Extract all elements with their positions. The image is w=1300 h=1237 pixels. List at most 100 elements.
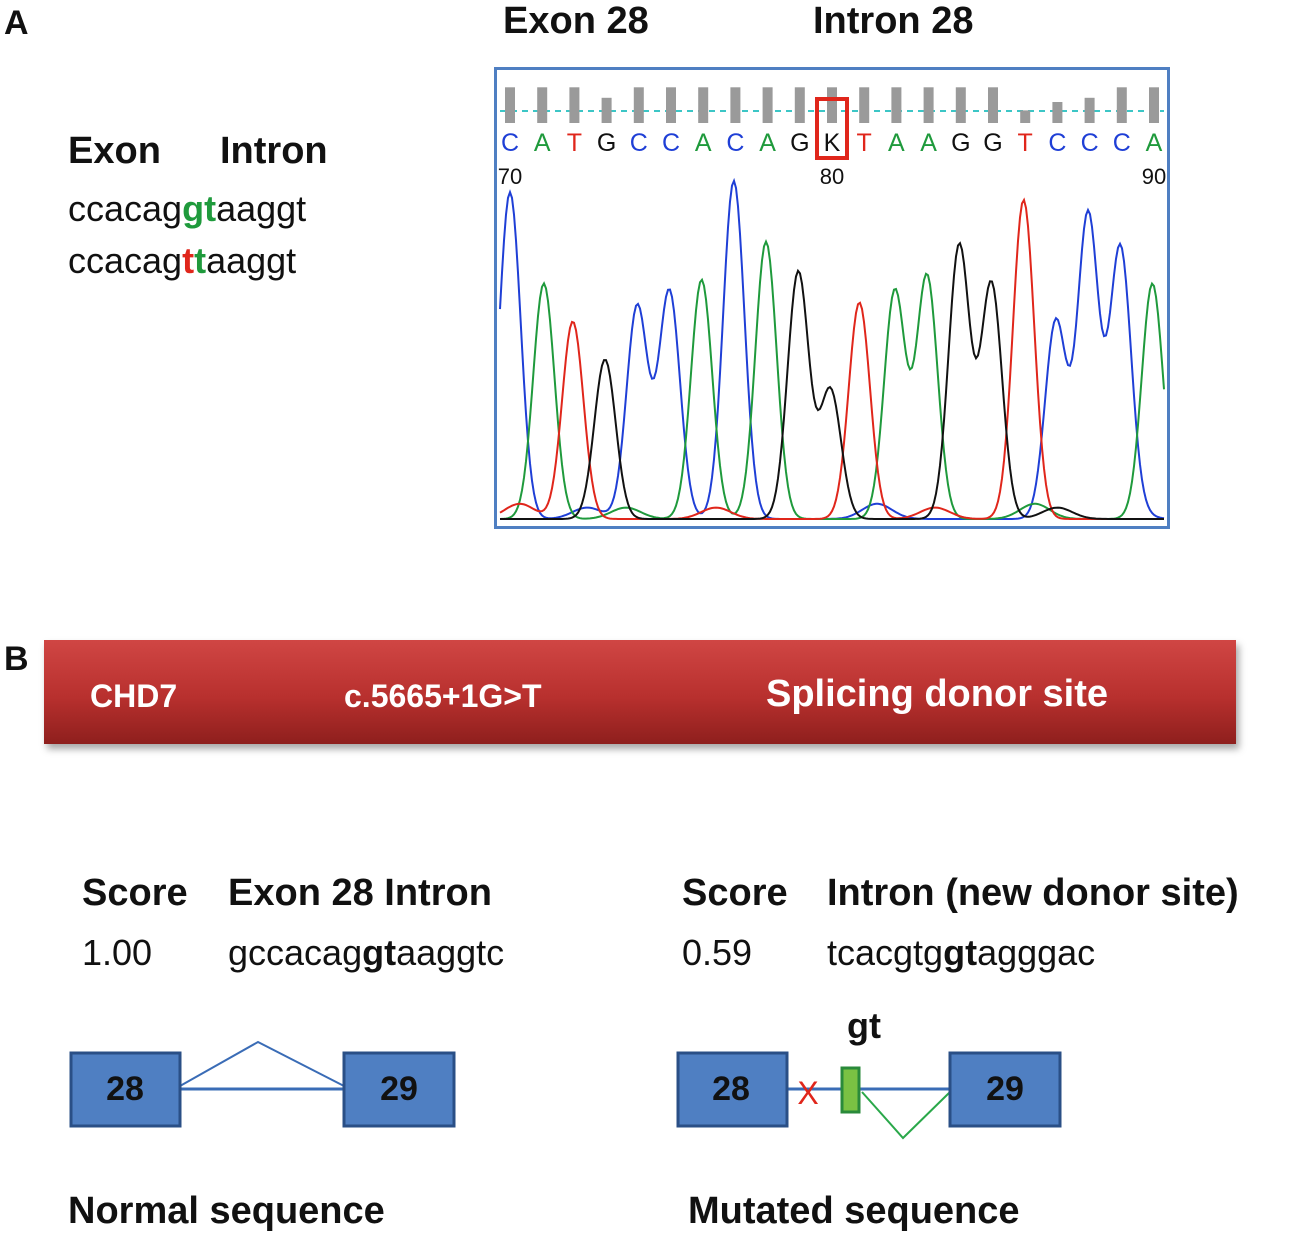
seq-part: aaggt xyxy=(216,188,307,229)
quality-bar xyxy=(988,87,998,123)
base-call-letter: T xyxy=(567,129,582,157)
exon-28-header: Exon 28 xyxy=(503,0,649,42)
mutated-exon-28-box xyxy=(676,1051,789,1128)
mutated-score-label: Score xyxy=(682,872,788,914)
seq-part: ccacag xyxy=(68,188,183,229)
quality-bar xyxy=(730,87,741,123)
trace-line xyxy=(500,241,1164,520)
normal-seq-header: Exon 28 Intron xyxy=(228,872,492,914)
donor-dinucleotide: gt xyxy=(362,932,397,973)
quality-bar xyxy=(762,87,773,123)
trace-line xyxy=(499,197,1164,520)
base-call-letter: C xyxy=(501,129,519,157)
base-call-letter: A xyxy=(1146,129,1163,157)
splice-base: t xyxy=(194,240,207,281)
normal-sequence-b: gccacaggtaaggtc xyxy=(228,932,504,974)
base-call-letter: G xyxy=(790,129,809,157)
mutated-exon-29-box xyxy=(948,1051,1062,1128)
new-donor-gt-label: gt xyxy=(847,1005,881,1046)
splicing-diagrams: 28 29 28 29 X gt xyxy=(69,1005,1062,1140)
base-call-letter: G xyxy=(951,129,970,157)
base-call-letter: A xyxy=(534,129,551,157)
normal-exon-28-label: 28 xyxy=(106,1070,144,1108)
quality-bar xyxy=(1020,110,1031,123)
quality-bar xyxy=(859,87,870,123)
position-label: 70 xyxy=(498,164,522,189)
quality-bar xyxy=(698,87,709,123)
quality-bar xyxy=(537,87,548,123)
mutated-base: g xyxy=(182,188,205,229)
panel-b-letter: B xyxy=(4,640,29,678)
new-splice-arc xyxy=(861,1091,951,1140)
base-call-letter: A xyxy=(920,129,937,157)
quality-bar xyxy=(666,87,676,123)
gene-name: CHD7 xyxy=(90,678,178,714)
normal-score-label: Score xyxy=(82,872,188,914)
base-call-letter: A xyxy=(759,129,776,157)
seq-part: aaggt xyxy=(206,240,297,281)
mutated-exon-28-label: 28 xyxy=(712,1070,750,1108)
exon-label: Exon xyxy=(68,130,161,172)
mutant-sequence-a: ccacagttaaggt xyxy=(68,240,296,282)
normal-exon-29-box xyxy=(342,1051,456,1128)
quality-bar xyxy=(1149,87,1159,123)
quality-bar xyxy=(505,87,515,123)
donor-dinucleotide: gt xyxy=(943,932,978,973)
base-call-letter: C xyxy=(630,129,648,157)
variant-effect: Splicing donor site xyxy=(766,673,1109,715)
base-call-letter: C xyxy=(726,129,744,157)
quality-bar xyxy=(1084,97,1095,123)
blocked-splice-mark: X xyxy=(797,1075,818,1111)
quality-bar xyxy=(601,97,612,123)
seq-part: gccacag xyxy=(228,932,363,973)
quality-bar xyxy=(827,87,837,123)
base-call-letter: A xyxy=(695,129,712,157)
base-call-letter: G xyxy=(597,129,616,157)
quality-bar xyxy=(891,87,902,123)
quality-bar xyxy=(955,87,966,123)
normal-score-value: 1.00 xyxy=(82,932,153,973)
normal-caption: Normal sequence xyxy=(68,1190,385,1232)
base-call-letter: T xyxy=(857,129,872,157)
normal-sequence-a: ccacaggtaaggt xyxy=(68,188,306,230)
normal-exon-29-label: 29 xyxy=(380,1070,418,1108)
variant-notation: c.5665+1G>T xyxy=(344,678,542,714)
quality-bar xyxy=(569,87,580,123)
splice-base: t xyxy=(204,188,217,229)
seq-part: tcacgtg xyxy=(827,932,944,973)
mutated-seq-header: Intron (new donor site) xyxy=(827,872,1239,914)
mutation-highlight-box xyxy=(815,97,849,160)
seq-part: ccacag xyxy=(68,240,183,281)
base-call-letter: C xyxy=(1113,129,1131,157)
mutated-base: t xyxy=(182,240,195,281)
position-label: 90 xyxy=(1142,164,1166,189)
intron-28-header: Intron 28 xyxy=(813,0,974,42)
position-label: 80 xyxy=(820,164,844,189)
base-call-letter: G xyxy=(983,129,1002,157)
mutated-caption: Mutated sequence xyxy=(688,1190,1020,1232)
seq-part: aaggtc xyxy=(396,932,505,973)
normal-exon-28-box xyxy=(69,1051,182,1128)
quality-bar xyxy=(1052,102,1063,123)
new-donor-site-marker xyxy=(840,1066,861,1114)
normal-splice-arc xyxy=(179,1040,345,1087)
mutated-exon-29-label: 29 xyxy=(986,1070,1024,1108)
intron-label: Intron xyxy=(220,130,328,172)
base-call-letter: C xyxy=(662,129,680,157)
quality-bar xyxy=(1116,87,1127,123)
quality-bar xyxy=(633,87,644,123)
base-call-letter: T xyxy=(1018,129,1033,157)
base-call-letter: A xyxy=(888,129,905,157)
seq-part: agggac xyxy=(977,932,1096,973)
quality-bar xyxy=(923,87,934,123)
base-call-letter: C xyxy=(1081,129,1099,157)
mutated-sequence-b: tcacgtggtagggac xyxy=(827,932,1095,974)
panel-a-letter: A xyxy=(4,4,29,42)
base-call-letter: K xyxy=(824,129,841,157)
mutated-score-value: 0.59 xyxy=(682,932,753,973)
chromatogram-frame xyxy=(494,67,1170,529)
variant-banner: CHD7 c.5665+1G>T Splicing donor site xyxy=(44,640,1236,744)
quality-bar xyxy=(794,87,805,123)
base-call-letter: C xyxy=(1048,129,1066,157)
